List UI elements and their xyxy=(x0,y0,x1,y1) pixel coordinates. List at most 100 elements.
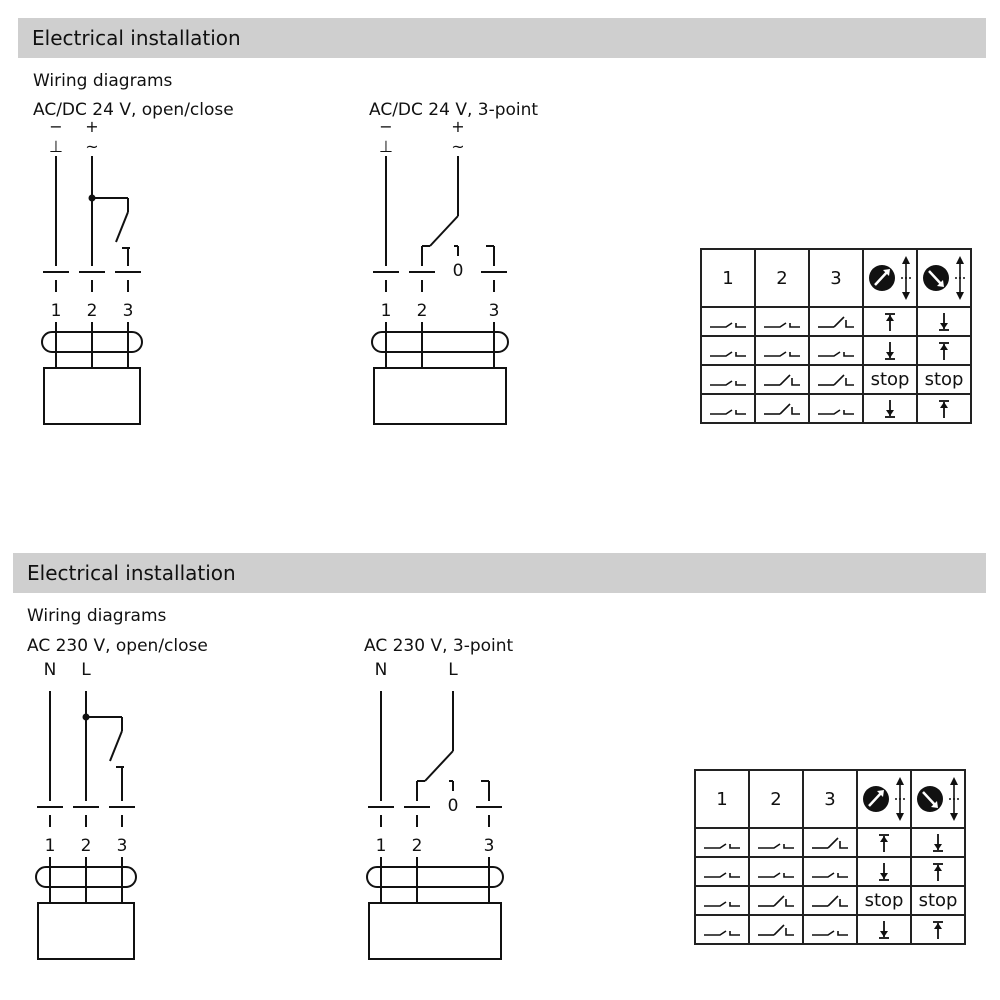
center-off-label: 0 xyxy=(453,261,464,281)
switch-open-icon xyxy=(758,842,794,849)
section-title: Electrical installation xyxy=(32,26,241,50)
subtitle: Wiring diagrams xyxy=(27,606,167,626)
switch-state-cell xyxy=(808,364,864,395)
svg-text:−: − xyxy=(379,117,392,136)
switch-closed-icon xyxy=(764,373,800,386)
direction-header-ccw xyxy=(910,769,966,829)
actuator-box xyxy=(37,902,135,960)
svg-text:+: + xyxy=(85,117,98,136)
switch-state-cell xyxy=(748,914,804,945)
direction-cell xyxy=(856,914,912,945)
conductor-label: N xyxy=(44,660,57,680)
actuator-box xyxy=(43,367,141,425)
switch-state-cell xyxy=(808,306,864,337)
switch-open-icon xyxy=(710,321,746,328)
conductor-label: N xyxy=(375,660,388,680)
direction-header-cw xyxy=(862,248,918,308)
cable-sleeve xyxy=(41,331,143,353)
switch-column-header: 1 xyxy=(700,248,756,308)
switch-state-cell xyxy=(748,827,804,858)
switch-open-icon xyxy=(704,842,740,849)
switch-open-icon xyxy=(710,350,746,357)
diagram-caption: AC/DC 24 V, 3-point xyxy=(369,100,539,120)
cable-sleeve xyxy=(371,331,509,353)
switch-open-icon xyxy=(812,929,848,936)
switch-state-cell xyxy=(754,306,810,337)
terminal-number: 3 xyxy=(489,301,500,321)
switch-open-icon xyxy=(704,871,740,878)
direction-cell xyxy=(856,827,912,858)
svg-text:~: ~ xyxy=(85,137,98,156)
direction-header-ccw xyxy=(916,248,972,308)
switch-state-cell xyxy=(802,885,858,916)
direction-header-cw xyxy=(856,769,912,829)
switch-closed-icon xyxy=(758,894,794,907)
rotation-ccw-icon xyxy=(923,256,965,300)
direction-cell: stop xyxy=(862,364,918,395)
direction-cell xyxy=(862,335,918,366)
subtitle: Wiring diagrams xyxy=(33,71,173,91)
direction-cell xyxy=(916,335,972,366)
switch-closed-icon xyxy=(818,373,854,386)
table-row xyxy=(700,393,972,424)
diagram-caption: AC/DC 24 V, open/close xyxy=(33,100,234,120)
switch-state-cell xyxy=(700,306,756,337)
table-row xyxy=(694,827,966,858)
direction-cell xyxy=(910,827,966,858)
direction-cell: stop xyxy=(856,885,912,916)
table-row xyxy=(700,306,972,337)
switch-closed-icon xyxy=(812,836,848,849)
rotation-cw-icon xyxy=(863,777,905,821)
direction-cell: stop xyxy=(910,885,966,916)
switch-open-icon xyxy=(758,871,794,878)
arrow-down-to-stop-icon xyxy=(933,833,943,852)
svg-text:−: − xyxy=(49,117,62,136)
switch-closed-icon xyxy=(758,923,794,936)
switch-contact xyxy=(109,730,123,762)
polarity-label: +~ xyxy=(451,117,464,156)
terminal-number: 3 xyxy=(123,301,134,321)
switch-open-icon xyxy=(812,871,848,878)
section-title: Electrical installation xyxy=(27,561,236,585)
terminal-number: 1 xyxy=(51,301,62,321)
switch-state-cell xyxy=(700,393,756,424)
terminal-number: 2 xyxy=(87,301,98,321)
polarity-label: −⊥ xyxy=(49,117,63,156)
switch-state-cell xyxy=(802,827,858,858)
rotation-cw-icon xyxy=(869,256,911,300)
arrow-up-to-stop-icon xyxy=(933,920,943,939)
terminal-number: 2 xyxy=(412,836,423,856)
switch-open-icon xyxy=(764,350,800,357)
direction-cell xyxy=(856,856,912,887)
arrow-up-to-stop-icon xyxy=(879,833,889,852)
svg-text:⊥: ⊥ xyxy=(379,137,393,156)
switch-state-cell xyxy=(754,335,810,366)
arrow-down-to-stop-icon xyxy=(879,862,889,881)
arrow-down-to-stop-icon xyxy=(879,920,889,939)
arrow-up-to-stop-icon xyxy=(885,312,895,331)
switch-column-header: 2 xyxy=(748,769,804,829)
svg-text:~: ~ xyxy=(451,137,464,156)
table-row xyxy=(700,335,972,366)
switch-open-icon xyxy=(704,900,740,907)
arrow-up-to-stop-icon xyxy=(939,399,949,418)
switch-contact xyxy=(429,215,459,247)
rotation-ccw-icon xyxy=(917,777,959,821)
switch-contact xyxy=(115,211,129,243)
direction-cell xyxy=(910,914,966,945)
direction-cell xyxy=(862,306,918,337)
switch-closed-icon xyxy=(764,402,800,415)
switch-state-cell xyxy=(700,364,756,395)
terminal-number: 3 xyxy=(484,836,495,856)
terminal-number: 1 xyxy=(381,301,392,321)
switch-column-header: 1 xyxy=(694,769,750,829)
actuator-box xyxy=(368,902,502,960)
switch-state-cell xyxy=(802,914,858,945)
diagram-caption: AC 230 V, open/close xyxy=(27,636,208,656)
